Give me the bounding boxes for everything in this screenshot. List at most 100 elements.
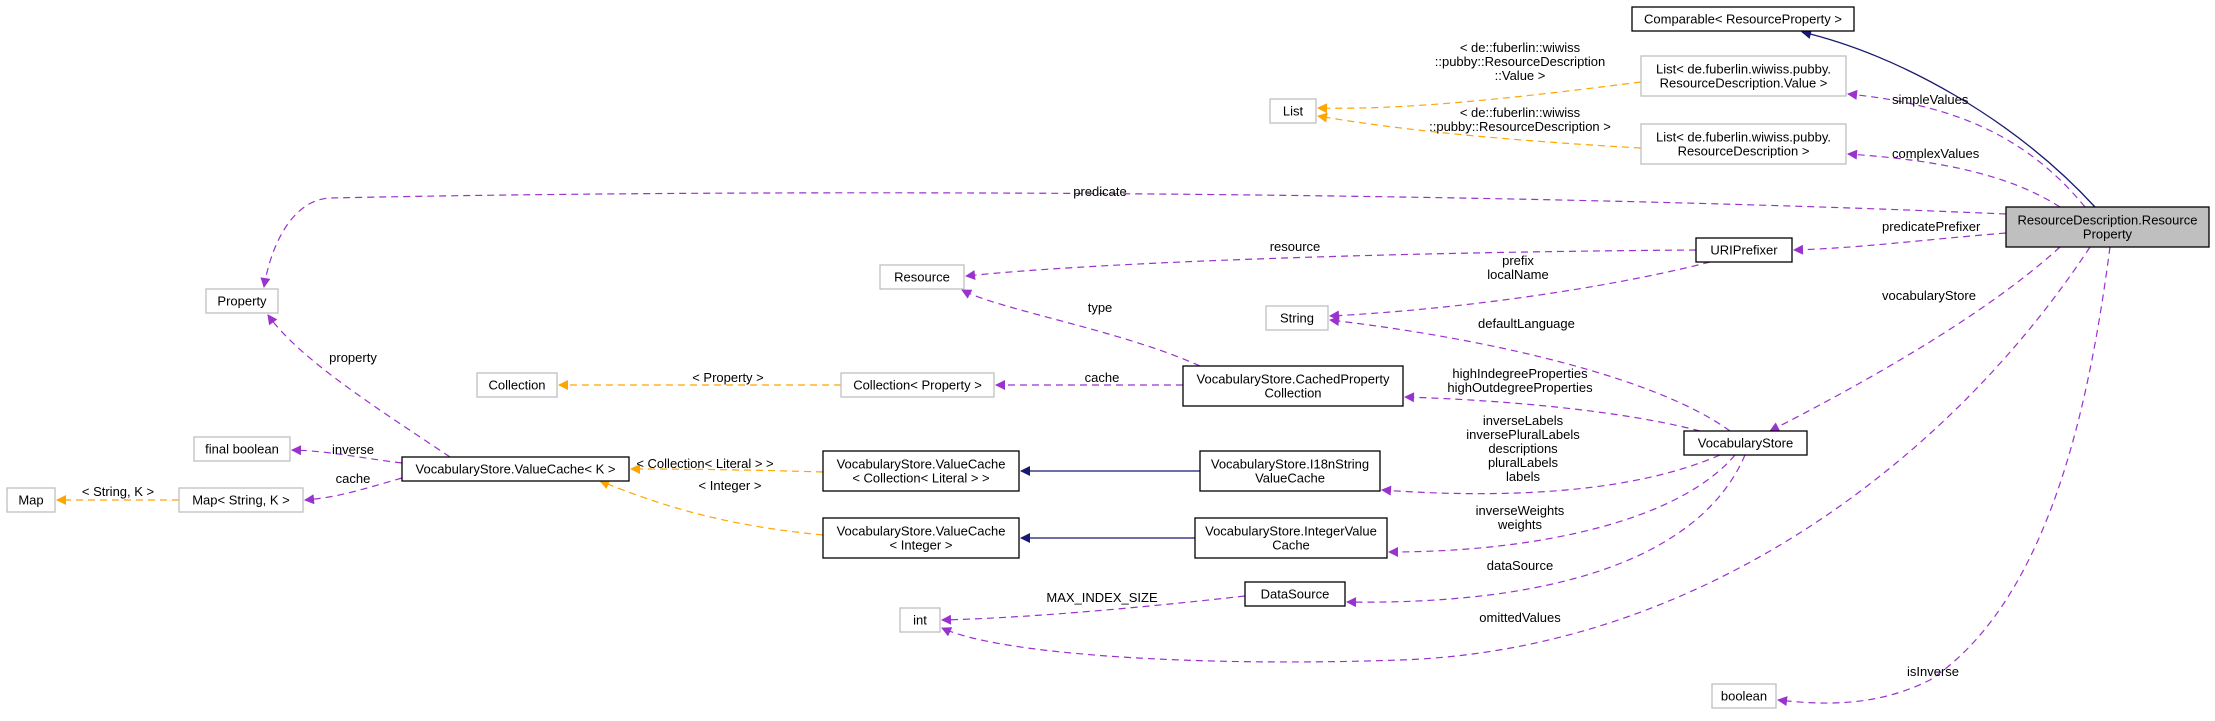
node-boolean: boolean <box>1711 683 1777 709</box>
edge-label-line: inversePluralLabels <box>1466 427 1580 442</box>
node-value-cache-coll[interactable]: VocabularyStore.ValueCache< Collection< … <box>822 450 1020 492</box>
node-comparable[interactable]: Comparable< ResourceProperty > <box>1631 6 1855 32</box>
edge-label-complex-values: complexValues <box>1892 146 1980 161</box>
node-label-line: Map <box>18 493 43 508</box>
node-label-line: < Collection< Literal > > <box>852 471 989 486</box>
edge-list-value-template <box>1317 81 1642 114</box>
node-label-line: ResourceDescription.Resource <box>2018 213 2198 228</box>
node-label-line: VocabularyStore.ValueCache< K > <box>416 462 616 477</box>
edge-weights <box>1388 454 1736 557</box>
node-map: Map <box>6 487 56 513</box>
edge-omitted-values <box>941 246 2091 663</box>
node-label-line: URIPrefixer <box>1710 243 1778 258</box>
edge-integer-template <box>599 479 824 536</box>
node-label-line: List< de.fuberlin.wiwiss.pubby. <box>1656 62 1831 77</box>
node-map-string-k: Map< String, K > <box>178 487 304 513</box>
node-label-line: Collection <box>1264 386 1321 401</box>
edge-vocabulary-store <box>1769 246 2061 432</box>
node-uri-prefixer[interactable]: URIPrefixer <box>1695 237 1793 263</box>
edge-resource <box>965 249 1697 281</box>
edge-literal-template <box>630 464 824 475</box>
edge-label-predicate: predicate <box>1073 184 1126 199</box>
edge-label-line: defaultLanguage <box>1478 316 1575 331</box>
edge-label-line: MAX_INDEX_SIZE <box>1046 590 1158 605</box>
edge-simple-values <box>1847 89 2086 208</box>
node-box <box>1244 581 1346 607</box>
node-box <box>205 288 279 314</box>
node-label-line: String <box>1280 311 1314 326</box>
node-box <box>899 607 941 633</box>
edge-labels <box>1381 454 1721 496</box>
node-label-line: ResourceDescription > <box>1678 144 1810 159</box>
edge-label-rd-tmpl: < de::fuberlin::wiwiss::pubby::ResourceD… <box>1429 105 1611 134</box>
edge-label-type: type <box>1088 300 1113 315</box>
edge-complex-values <box>1847 149 2061 208</box>
edge-label-line: labels <box>1506 469 1540 484</box>
node-label-line: Comparable< ResourceProperty > <box>1644 12 1842 27</box>
node-resource-property[interactable]: ResourceDescription.ResourceProperty <box>2005 206 2210 248</box>
node-box <box>1631 6 1855 32</box>
edge-label-line: < de::fuberlin::wiwiss <box>1460 40 1581 55</box>
edge-label-line: ::pubby::ResourceDescription <box>1435 54 1606 69</box>
node-list: List <box>1269 98 1317 124</box>
node-box <box>1711 683 1777 709</box>
node-box <box>178 487 304 513</box>
node-label-line: Property <box>2083 227 2133 242</box>
node-label-line: Property <box>217 294 267 309</box>
edge-label-line: property <box>329 350 377 365</box>
node-label-line: VocabularyStore.ValueCache <box>837 457 1006 472</box>
node-label-line: final boolean <box>205 442 279 457</box>
node-box <box>840 372 995 398</box>
node-label-line: ValueCache <box>1255 471 1325 486</box>
edge-label-literal-tmpl: < Collection< Literal > > <box>636 456 773 471</box>
edge-label-line: < de::fuberlin::wiwiss <box>1460 105 1581 120</box>
node-data-source[interactable]: DataSource <box>1244 581 1346 607</box>
edge-label-line: dataSource <box>1487 558 1554 573</box>
edge-inverse <box>291 445 403 464</box>
edge-label-line: isInverse <box>1907 664 1959 679</box>
edge-label-line: pluralLabels <box>1488 455 1559 470</box>
node-label-line: Map< String, K > <box>192 493 290 508</box>
node-box <box>2005 206 2210 248</box>
edge-label-line: cache <box>336 471 371 486</box>
edge-label-line: inverseWeights <box>1476 503 1565 518</box>
node-value-cache-k[interactable]: VocabularyStore.ValueCache< K > <box>401 456 630 482</box>
edge-label-line: predicate <box>1073 184 1126 199</box>
node-box <box>1640 123 1847 165</box>
node-collection-property: Collection< Property > <box>840 372 995 398</box>
edge-label-data-source: dataSource <box>1487 558 1554 573</box>
node-vocabulary-store[interactable]: VocabularyStore <box>1683 430 1808 456</box>
node-box <box>6 487 56 513</box>
node-label-line: DataSource <box>1261 587 1330 602</box>
node-box <box>822 450 1020 492</box>
edge-label-omitted-values: omittedValues <box>1479 610 1561 625</box>
node-value-cache-int[interactable]: VocabularyStore.ValueCache< Integer > <box>822 517 1020 559</box>
node-box <box>476 372 558 398</box>
node-box <box>1199 450 1381 492</box>
node-final-boolean: final boolean <box>193 436 291 462</box>
edge-label-max-index: MAX_INDEX_SIZE <box>1046 590 1158 605</box>
edge-label-line: weights <box>1497 517 1543 532</box>
edge-is-inverse <box>1777 246 2111 706</box>
node-label-line: Cache <box>1272 538 1310 553</box>
edge-label-degree-props: highIndegreePropertieshighOutdegreePrope… <box>1447 366 1593 395</box>
edge-default-language <box>1329 316 1731 432</box>
edge-label-is-inverse: isInverse <box>1907 664 1959 679</box>
edge-label-line: resource <box>1270 239 1321 254</box>
node-int: int <box>899 607 941 633</box>
edge-label-property-tmpl: < Property > <box>692 370 764 385</box>
edge-comparable-inheritance <box>1801 29 2096 208</box>
edge-label-line: highOutdegreeProperties <box>1447 380 1593 395</box>
edge-label-integer-tmpl: < Integer > <box>699 478 762 493</box>
edge-label-simple-values: simpleValues <box>1892 92 1969 107</box>
edge-label-labels: inverseLabelsinversePluralLabelsdescript… <box>1466 413 1580 484</box>
node-collection: Collection <box>476 372 558 398</box>
node-label-line: < Integer > <box>890 538 953 553</box>
node-list-rd: List< de.fuberlin.wiwiss.pubby.ResourceD… <box>1640 123 1847 165</box>
node-label-line: VocabularyStore.I18nString <box>1211 457 1369 472</box>
